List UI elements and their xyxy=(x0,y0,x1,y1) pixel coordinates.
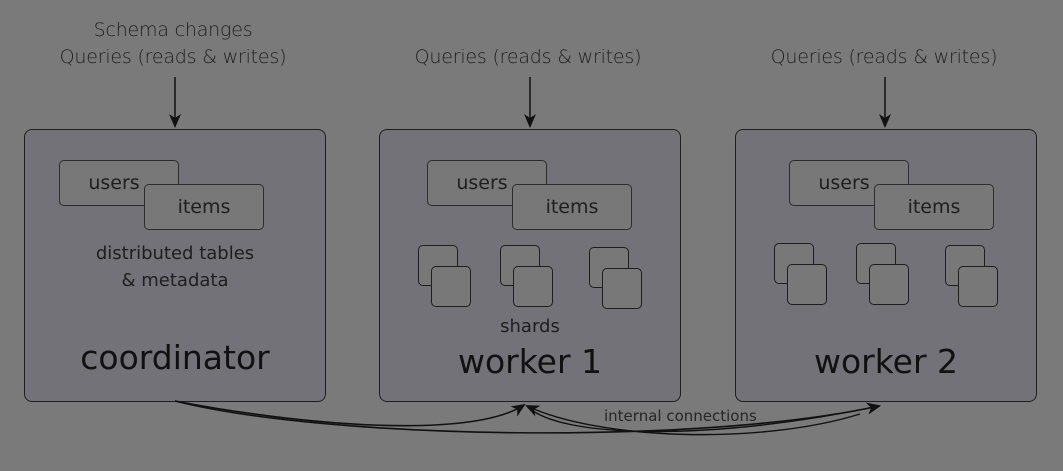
schema-changes-label: Schema changes xyxy=(93,19,253,41)
worker2-to-worker1-edge xyxy=(525,405,861,436)
worker1-input-label: Queries (reads & writes) xyxy=(403,44,653,71)
coordinator-to-worker2-edge xyxy=(174,400,881,434)
coordinator-input-label: Schema changes Queries (reads & writes) xyxy=(48,17,298,71)
caption-line-1: distributed tables xyxy=(95,243,255,264)
items-table-label: items xyxy=(177,196,231,218)
shard xyxy=(958,266,998,307)
shard xyxy=(513,266,553,307)
coordinator-to-worker1-edge xyxy=(174,400,526,427)
queries-label: Queries (reads & writes) xyxy=(414,46,642,68)
caption-line-2: & metadata xyxy=(121,270,229,291)
items-table: items xyxy=(512,184,632,230)
shard xyxy=(787,264,827,305)
worker1-title: worker 1 xyxy=(457,342,603,381)
queries-label: Queries (reads & writes) xyxy=(770,46,998,68)
shard xyxy=(869,264,909,305)
users-table-label: users xyxy=(88,172,140,194)
items-table-label: items xyxy=(545,196,599,218)
queries-label: Queries (reads & writes) xyxy=(59,46,287,68)
items-table: items xyxy=(144,184,264,230)
worker2-title: worker 2 xyxy=(813,342,959,381)
coordinator-caption: distributed tables & metadata xyxy=(25,240,325,294)
items-table-label: items xyxy=(907,196,961,218)
users-table-label: users xyxy=(818,172,870,194)
internal-connections-label: internal connections xyxy=(604,407,757,425)
worker2-input-label: Queries (reads & writes) xyxy=(759,44,1009,71)
shards-label: shards xyxy=(500,316,560,337)
worker2-node: users items worker 2 xyxy=(735,129,1037,402)
coordinator-node: users items distributed tables & metadat… xyxy=(24,129,326,402)
items-table: items xyxy=(874,184,994,230)
coordinator-title: coordinator xyxy=(80,338,270,377)
worker1-node: users items shards worker 1 xyxy=(379,129,681,402)
shard xyxy=(602,268,642,309)
shard xyxy=(431,266,471,307)
worker1-to-worker2-edge xyxy=(526,402,881,433)
users-table-label: users xyxy=(456,172,508,194)
